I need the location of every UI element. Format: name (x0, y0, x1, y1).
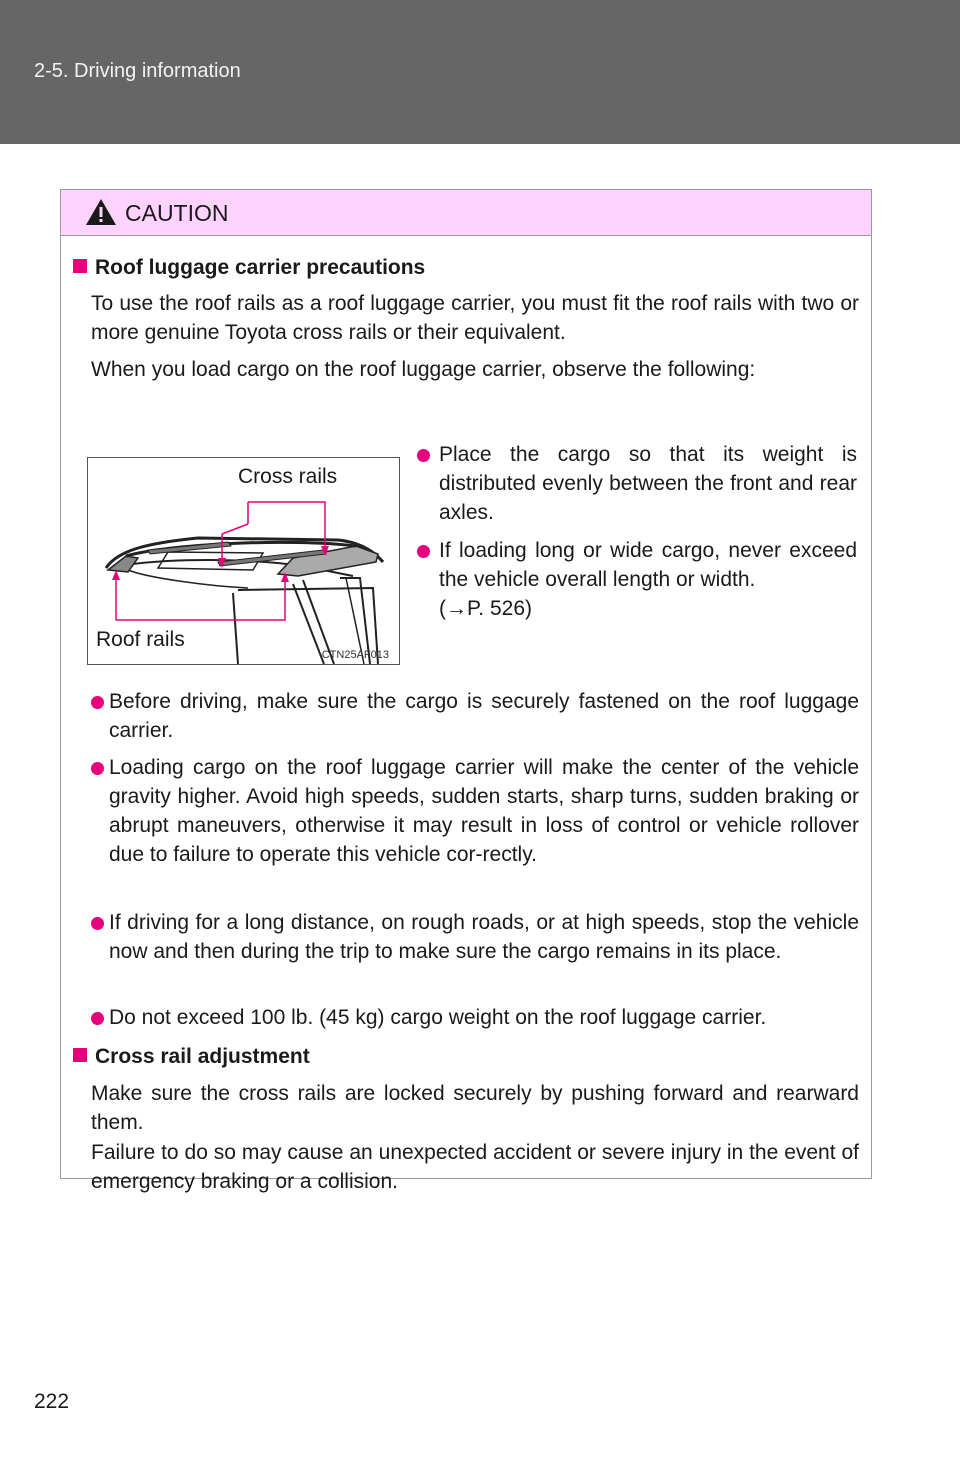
side-bullet-item: If loading long or wide cargo, never exc… (417, 536, 857, 623)
roof-rails-figure: Cross rails Roof rails CTN25AF013 (87, 457, 400, 665)
section-heading-cross-rail: Cross rail adjustment (73, 1045, 310, 1069)
page-reference: (→P. 526) (439, 597, 532, 620)
bullet-item: Do not exceed 100 lb. (45 kg) cargo weig… (91, 1003, 859, 1032)
caution-box: CAUTION Roof luggage carrier precautions… (60, 189, 872, 1193)
square-bullet-icon (73, 1048, 87, 1062)
caution-title: CAUTION (125, 200, 229, 226)
page-header: 2-5. Driving information (0, 0, 960, 144)
bullet-dot-icon (91, 762, 104, 775)
bullet-dot-icon (91, 696, 104, 709)
bullet-item: Before driving, make sure the cargo is s… (91, 687, 859, 745)
caution-header: CAUTION (61, 190, 871, 236)
bullet-item: Loading cargo on the roof luggage carrie… (91, 753, 859, 869)
intro-paragraph: When you load cargo on the roof luggage … (91, 358, 756, 381)
intro-paragraph: To use the roof rails as a roof luggage … (91, 292, 859, 344)
bullet-dot-icon (91, 917, 104, 930)
section-title: 2-5. Driving information (34, 60, 241, 82)
bullet-dot-icon (91, 1012, 104, 1025)
bullet-dot-icon (417, 545, 430, 558)
cross-rail-paragraph: Make sure the cross rails are locked sec… (91, 1082, 859, 1134)
section-heading-roof-luggage: Roof luggage carrier precautions (73, 256, 425, 280)
side-bullet-item: Place the cargo so that its weight is di… (417, 440, 857, 527)
page-number: 222 (34, 1390, 70, 1413)
square-bullet-icon (73, 259, 87, 273)
warning-triangle-icon (86, 199, 116, 225)
cross-rail-paragraph: Failure to do so may cause an unexpected… (91, 1141, 859, 1193)
bullet-item: If driving for a long distance, on rough… (91, 908, 859, 966)
figure-code: CTN25AF013 (321, 649, 389, 661)
vehicle-roof-illustration (104, 501, 385, 664)
roof-rails-label: Roof rails (96, 628, 185, 651)
cross-rails-label: Cross rails (238, 465, 338, 488)
bullet-dot-icon (417, 449, 430, 462)
